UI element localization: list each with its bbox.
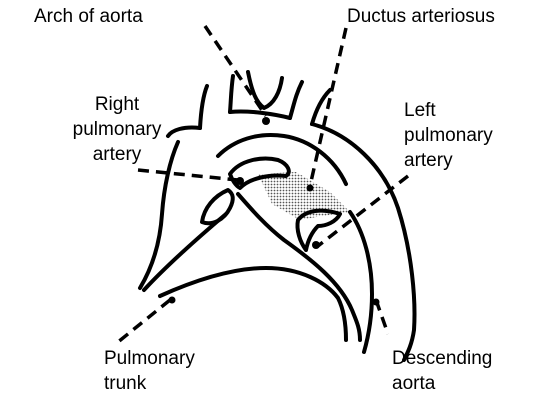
label-arch-of-aorta: Arch of aorta <box>34 4 143 29</box>
label-right-pulmonary-artery-line3: artery <box>62 142 172 167</box>
label-descending-aorta-line2: aorta <box>392 371 492 396</box>
label-left-pulmonary-artery: Left pulmonary artery <box>404 98 493 173</box>
dot-left-pulmonary-artery <box>312 241 320 249</box>
label-right-pulmonary-artery: Right pulmonary artery <box>62 92 172 167</box>
label-right-pulmonary-artery-line2: pulmonary <box>62 117 172 142</box>
leader-descending-aorta <box>376 300 388 334</box>
label-ductus-arteriosus: Ductus arteriosus <box>347 4 495 29</box>
left-common-carotid <box>248 72 282 108</box>
leader-ductus-arteriosus <box>310 28 346 186</box>
label-pulmonary-trunk-line2: trunk <box>104 371 195 396</box>
leader-right-pulmonary-artery <box>138 170 238 180</box>
dot-descending-aorta <box>373 299 380 306</box>
brachiocephalic-trunk-wall <box>230 76 233 112</box>
label-left-pulmonary-artery-line3: artery <box>404 148 493 173</box>
dot-right-pulmonary-artery <box>236 177 244 185</box>
aortic-arch-outer <box>168 111 414 360</box>
left-subclavian-wall <box>290 82 302 118</box>
label-pulmonary-trunk-line1: Pulmonary <box>104 346 195 371</box>
label-pulmonary-trunk: Pulmonary trunk <box>104 346 195 396</box>
label-descending-aorta-line1: Descending <box>392 346 492 371</box>
label-right-pulmonary-artery-line1: Right <box>62 92 172 117</box>
dot-arch-of-aorta <box>262 117 270 125</box>
dot-ductus-arteriosus <box>307 185 314 192</box>
label-left-pulmonary-artery-line2: pulmonary <box>404 123 493 148</box>
pulmonary-trunk-lower-wall <box>160 268 346 340</box>
leader-arch-of-aorta <box>205 26 266 116</box>
dot-pulmonary-trunk <box>169 297 176 304</box>
label-descending-aorta: Descending aorta <box>392 346 492 396</box>
label-left-pulmonary-artery-line1: Left <box>404 98 493 123</box>
brachiocephalic-trunk <box>200 86 207 128</box>
pulmonary-branch-loop <box>202 190 233 223</box>
leader-pulmonary-trunk <box>118 300 170 342</box>
